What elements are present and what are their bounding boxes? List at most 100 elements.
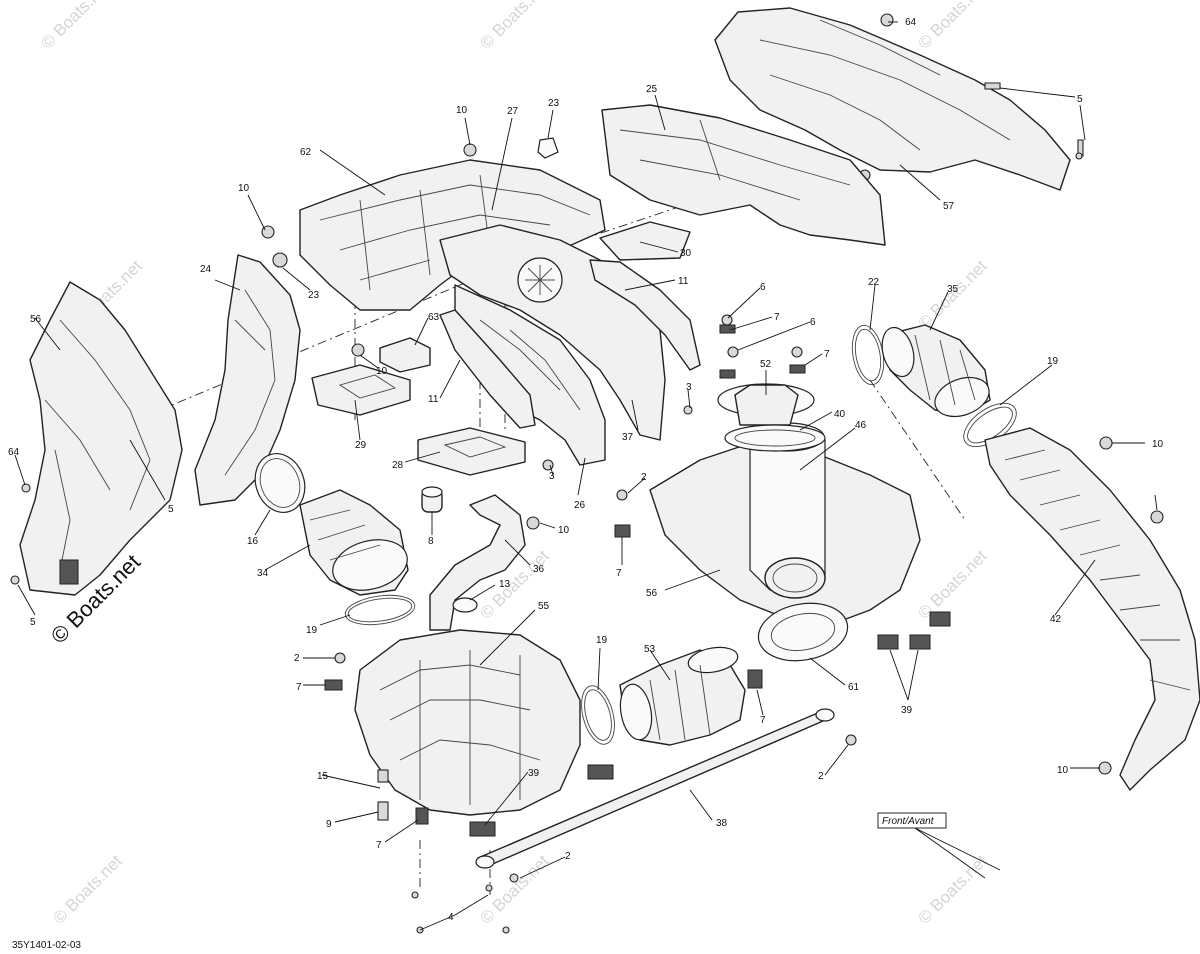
part-ring-61 xyxy=(757,602,849,662)
part-gasket-40 xyxy=(724,424,826,452)
part-intake-hose-34 xyxy=(299,489,409,596)
callout: 6 xyxy=(760,282,766,293)
watermark-text: © Boats.net xyxy=(914,546,991,623)
callout: 57 xyxy=(943,201,955,212)
callout: 63 xyxy=(428,312,440,323)
part-top-shield-57 xyxy=(714,7,1071,191)
callout: 10 xyxy=(1152,439,1164,450)
callout: 9 xyxy=(326,819,332,830)
callouts: 64 5 25 57 23 27 10 10 62 23 24 56 64 5 … xyxy=(8,17,1164,923)
part-airbox-cover-55 xyxy=(354,629,581,816)
callout: 7 xyxy=(296,682,302,693)
callout: 25 xyxy=(646,84,658,95)
watermark-text: © Boats.net xyxy=(37,0,114,53)
callout: 7 xyxy=(824,349,830,360)
callout: 13 xyxy=(499,579,511,590)
part-clamp-22 xyxy=(851,324,885,386)
callout: 23 xyxy=(548,98,560,109)
part-clamp-19-left xyxy=(344,594,416,626)
callout: 30 xyxy=(680,248,692,259)
part-pad-30 xyxy=(599,221,691,261)
watermark-text: © Boats.net xyxy=(49,851,126,928)
callout: 19 xyxy=(1047,356,1059,367)
part-clamp-13 xyxy=(452,597,478,613)
callout: 27 xyxy=(507,106,519,117)
callout: 42 xyxy=(1050,614,1062,625)
callout: 2 xyxy=(565,851,571,862)
part-long-duct-42 xyxy=(984,427,1200,791)
callout: 8 xyxy=(428,536,434,547)
callout: 2 xyxy=(294,653,300,664)
diagram-code: 35Y1401-02-03 xyxy=(12,940,81,951)
part-side-panel-24 xyxy=(194,254,301,506)
part-elbow-hose-53 xyxy=(619,646,746,746)
callout: 52 xyxy=(760,359,772,370)
part-seal-11 xyxy=(439,259,701,429)
callout: 55 xyxy=(538,601,550,612)
callout: 10 xyxy=(238,183,250,194)
callout: 39 xyxy=(528,768,540,779)
callout: 34 xyxy=(257,568,269,579)
callout: 29 xyxy=(355,440,367,451)
callout: 7 xyxy=(376,840,382,851)
front-label: Front/Avant xyxy=(882,816,935,827)
callout: 37 xyxy=(622,432,634,443)
callout: 36 xyxy=(533,564,545,575)
callout: 10 xyxy=(1057,765,1069,776)
part-side-panel-56-left xyxy=(19,281,183,596)
callout: 38 xyxy=(716,818,728,829)
callout: 7 xyxy=(760,715,766,726)
part-pad-28 xyxy=(417,427,526,476)
callout: 64 xyxy=(8,447,20,458)
part-strap-38 xyxy=(475,708,835,869)
watermark-text: © Boats.net xyxy=(476,0,553,53)
callout: 16 xyxy=(247,536,259,547)
callout: 19 xyxy=(596,635,608,646)
callout: 7 xyxy=(774,312,780,323)
part-pad-29 xyxy=(311,364,411,416)
callout: 10 xyxy=(456,105,468,116)
callout: 4 xyxy=(448,912,454,923)
callout: 61 xyxy=(848,682,860,693)
callout: 3 xyxy=(686,382,692,393)
part-elbow-hose-35 xyxy=(881,324,991,418)
part-clamp-19-mid xyxy=(581,685,615,745)
callout: 19 xyxy=(306,625,318,636)
callout: 2 xyxy=(641,472,647,483)
callout: 5 xyxy=(30,617,36,628)
callout: 2 xyxy=(818,771,824,782)
part-plug-8 xyxy=(421,486,443,513)
callout: 40 xyxy=(834,409,846,420)
watermark-text: © Boats.net xyxy=(914,851,991,928)
part-seal-52 xyxy=(717,383,815,426)
leader-lines xyxy=(14,21,1158,931)
callout: 64 xyxy=(905,17,917,28)
callout: 62 xyxy=(300,147,312,158)
callout: 5 xyxy=(1077,94,1083,105)
callout: 15 xyxy=(317,771,329,782)
front-indicator: Front/Avant xyxy=(877,812,947,829)
callout: 35 xyxy=(947,284,959,295)
callout: 28 xyxy=(392,460,404,471)
callout: 11 xyxy=(428,394,439,405)
callout: 23 xyxy=(308,290,320,301)
callout: 56 xyxy=(646,588,658,599)
callout: 22 xyxy=(868,277,880,288)
part-airbox-46 xyxy=(649,422,921,626)
callout: 10 xyxy=(376,366,388,377)
part-hose-36 xyxy=(429,494,526,631)
callout: 11 xyxy=(678,276,689,287)
part-pad-63 xyxy=(379,337,431,373)
callout: 6 xyxy=(810,317,816,328)
callout: 24 xyxy=(200,264,212,275)
callout: 5 xyxy=(168,504,174,515)
callout: 3 xyxy=(549,471,555,482)
callout: 53 xyxy=(644,644,656,655)
part-clamp-16 xyxy=(254,453,306,513)
callout: 46 xyxy=(855,420,867,431)
watermark-text: © Boats.net xyxy=(914,0,991,53)
hardware xyxy=(10,13,1164,934)
callout: 56 xyxy=(30,314,42,325)
part-panel-25 xyxy=(601,104,886,246)
